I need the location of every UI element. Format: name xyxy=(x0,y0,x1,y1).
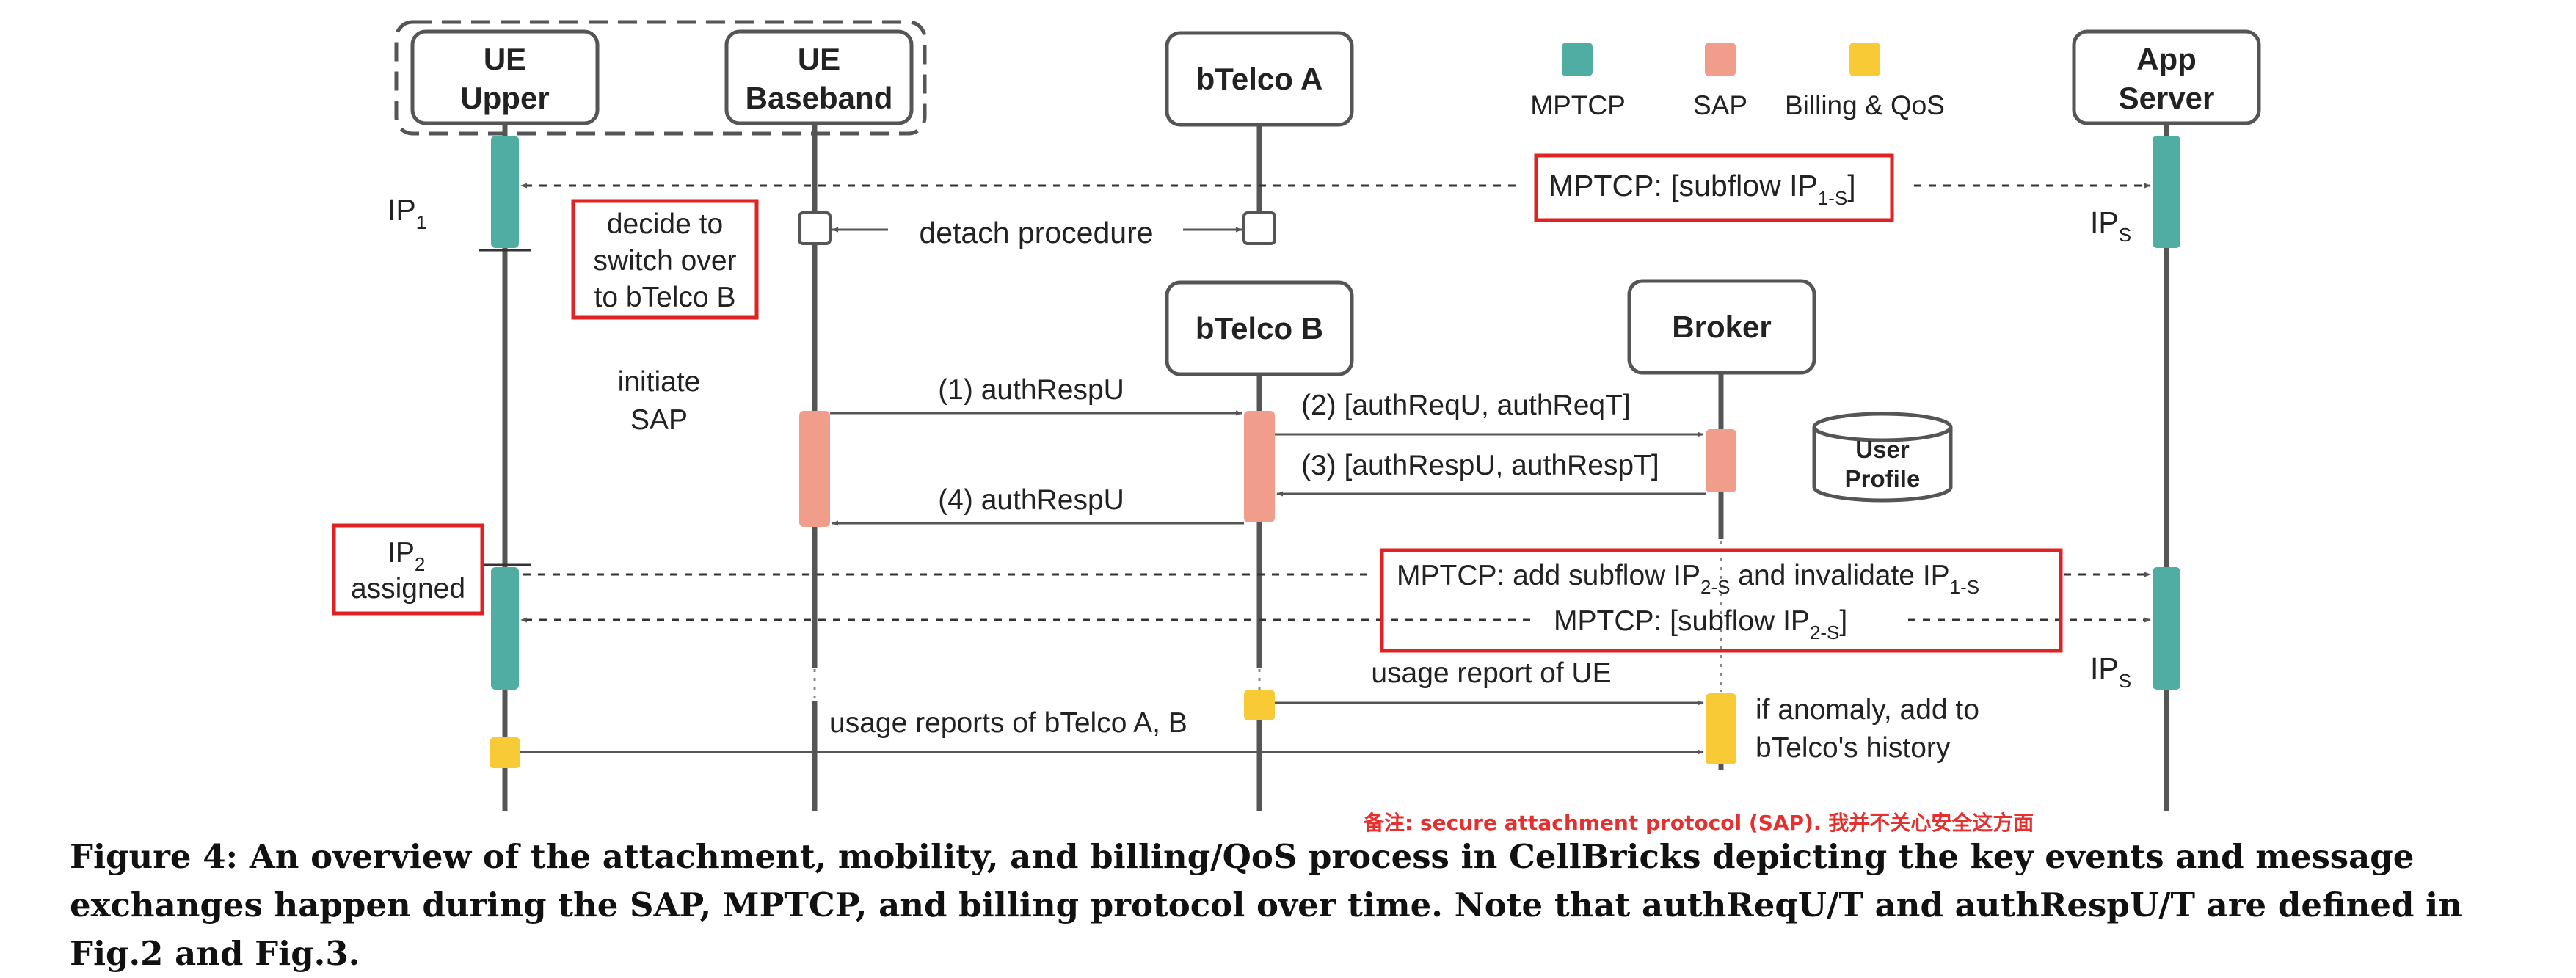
mptcp-subflow-1s-text: MPTCP: [subflow IP1-S] xyxy=(1549,169,1856,209)
sap-activation-broker xyxy=(1706,429,1736,492)
message-usage-reports-telco: usage reports of bTelco A, B xyxy=(520,707,1704,755)
initiate-sap-line2: SAP xyxy=(630,404,688,436)
sequence-diagram: UE Upper UE Baseband bTelco A bTelco B B… xyxy=(332,20,2261,811)
message-4-authrespu: (4) authRespU xyxy=(832,484,1244,526)
billing-activation-btelco-b xyxy=(1244,690,1275,720)
billing-activation-ue-upper xyxy=(490,737,520,768)
message-1-authrespu: (1) authRespU xyxy=(830,374,1242,416)
message-2-authreq: (2) [authReqU, authReqT] xyxy=(1275,390,1704,437)
user-profile-line2: Profile xyxy=(1845,465,1921,492)
message-usage-report-ue: usage report of UE xyxy=(1275,657,1704,706)
legend-label-billing: Billing & QoS xyxy=(1785,90,1945,120)
lifeline-gaps xyxy=(813,541,1722,698)
svg-text:to bTelco B: to bTelco B xyxy=(594,282,736,313)
usage-ue-label: usage report of UE xyxy=(1371,657,1611,689)
activation-bars xyxy=(490,136,2180,768)
svg-text:switch over: switch over xyxy=(593,245,736,277)
legend-label-mptcp: MPTCP xyxy=(1530,90,1626,120)
mptcp-activation-app-server-2 xyxy=(2153,567,2180,690)
m3-label: (3) [authRespU, authRespT] xyxy=(1301,450,1659,481)
entity-btelco-a: bTelco A xyxy=(1165,31,1354,127)
ip2-assigned-box: IP2 assigned xyxy=(332,523,484,616)
initiate-sap-line1: initiate xyxy=(618,366,701,398)
usage-telco-label: usage reports of bTelco A, B xyxy=(829,707,1187,739)
entity-app-server: App Server xyxy=(2072,29,2261,125)
svg-text:assigned: assigned xyxy=(351,573,465,605)
ip1-label: IP1 xyxy=(388,193,426,233)
entity-ue-baseband-line1: UE xyxy=(798,42,840,76)
billing-activation-broker xyxy=(1706,693,1736,764)
entity-ue-upper-line1: UE xyxy=(484,42,526,76)
svg-text:IP2: IP2 xyxy=(388,537,425,575)
legend-swatch-billing xyxy=(1849,43,1880,76)
entity-ue-upper: UE Upper xyxy=(410,29,600,125)
ue-group-outline xyxy=(394,20,927,136)
sap-activation-btelco-b xyxy=(1244,411,1275,522)
entity-broker: Broker xyxy=(1627,279,1816,375)
mptcp-activation-ue-upper-1 xyxy=(491,136,519,248)
legend-swatch-mptcp xyxy=(1562,43,1593,76)
decide-switch-box: decide to switch over to bTelco B xyxy=(571,199,759,320)
mptcp-subflow-2s-text: MPTCP: [subflow IP2-S] xyxy=(1554,605,1847,643)
m2-label: (2) [authReqU, authReqT] xyxy=(1301,390,1631,421)
sap-activation-ue-baseband xyxy=(799,411,830,527)
ips-label-bottom: IPS xyxy=(2090,652,2131,692)
entity-btelco-b-label: bTelco B xyxy=(1196,311,1323,346)
entity-ue-upper-line2: Upper xyxy=(460,81,549,115)
entity-broker-label: Broker xyxy=(1672,310,1771,344)
mptcp-subflow-1s-box xyxy=(1534,153,1894,222)
figure-caption: Figure 4: An overview of the attachment,… xyxy=(70,837,2462,973)
mptcp-activation-ue-upper-2 xyxy=(491,567,519,690)
detach-label: detach procedure xyxy=(919,216,1153,249)
entity-ue-baseband: UE Baseband xyxy=(724,29,914,125)
user-profile-database-icon: User Profile xyxy=(1812,412,1953,503)
entity-app-server-line1: App xyxy=(2136,42,2197,76)
entity-btelco-a-label: bTelco A xyxy=(1196,62,1323,96)
legend-label-sap: SAP xyxy=(1693,90,1747,120)
legend-swatch-sap xyxy=(1705,43,1736,76)
entity-app-server-line2: Server xyxy=(2119,81,2215,115)
message-mptcp-add-subflow: MPTCP: add subflow IP2-S and invalidate … xyxy=(520,548,2151,653)
m1-label: (1) authRespU xyxy=(938,374,1124,406)
legend: MPTCP SAP Billing & QoS xyxy=(1530,43,1945,120)
ips-label-top: IPS xyxy=(2090,205,2131,246)
detach-box-btelco-a xyxy=(1242,211,1276,245)
entity-btelco-b: bTelco B xyxy=(1165,280,1354,376)
annotation-note: 备注: secure attachment protocol (SAP). 我并… xyxy=(1364,811,2034,835)
mptcp-activation-app-server-1 xyxy=(2153,136,2180,248)
message-3-authresp: (3) [authRespU, authRespT] xyxy=(1276,450,1706,497)
detach-box-baseband xyxy=(798,211,832,245)
lifeline-ticks xyxy=(479,249,531,566)
m4-label: (4) authRespU xyxy=(938,484,1124,516)
svg-text:decide to: decide to xyxy=(607,208,723,240)
anomaly-line1: if anomaly, add to xyxy=(1755,694,1979,726)
mptcp-add-subflow-text: MPTCP: add subflow IP2-S and invalidate … xyxy=(1397,560,1979,598)
entity-ue-baseband-line2: Baseband xyxy=(746,81,893,115)
mptcp-ip2-box xyxy=(1380,548,2063,653)
message-mptcp-subflow-1s: MPTCP: [subflow IP1-S] xyxy=(520,153,2151,222)
anomaly-line2: bTelco's history xyxy=(1755,732,1951,764)
user-profile-line1: User xyxy=(1855,436,1910,463)
